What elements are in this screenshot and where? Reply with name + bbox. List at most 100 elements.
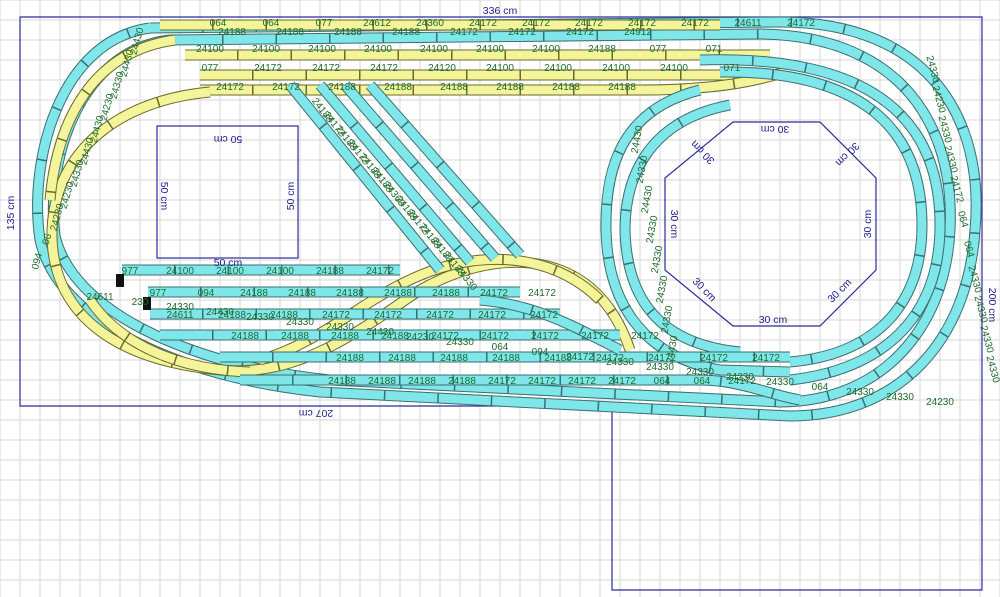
piece-left-curve-label: 094 <box>30 251 45 270</box>
piece-top-row-a-label: 24172 <box>575 18 603 29</box>
piece-top-row-a-label: 064 <box>263 18 280 29</box>
piece-row-d-label: 24172 <box>312 63 340 74</box>
piece-lower-4-label: 24172 <box>431 331 459 342</box>
piece-left-curve-label: 06 <box>41 232 55 246</box>
piece-lower-6-label: 24172 <box>568 376 596 387</box>
piece-lower-2-label: 24172 <box>480 288 508 299</box>
piece-lower-misc-label: 24330 <box>886 392 914 403</box>
piece-lower-3-label: 24172 <box>530 310 558 321</box>
square-dim-left: 50 cm <box>158 182 170 211</box>
piece-lower-misc-label: 24330 <box>446 337 474 348</box>
piece-lower-6-label: 24172 <box>528 376 556 387</box>
piece-lower-3-label: 24172 <box>426 310 454 321</box>
piece-row-c-label: 077 <box>650 44 667 55</box>
piece-lower-6-label: 24172 <box>728 376 756 387</box>
dim-left-height: 135 cm <box>5 196 17 231</box>
square-50cm <box>156 125 299 259</box>
piece-row-c-label: 24100 <box>196 44 224 55</box>
piece-lower-5-label: 24172 <box>700 353 728 364</box>
piece-lower-2-label: 24188 <box>336 288 364 299</box>
piece-lower-3-label: 24172 <box>478 310 506 321</box>
piece-lower-3-label: 24188 <box>218 310 246 321</box>
piece-top-row-a-label: 24172 <box>681 18 709 29</box>
piece-lower-misc-label: 24330 <box>326 322 354 333</box>
piece-top-row-b-label: 24172 <box>566 27 594 38</box>
layout-outline <box>19 16 983 591</box>
piece-lower-1-label: 24188 <box>316 266 344 277</box>
piece-row-d-label: 24100 <box>660 63 688 74</box>
piece-top-row-a-label: 24172 <box>787 18 815 29</box>
piece-lower-3-label: 24188 <box>270 310 298 321</box>
piece-lower-5-label: 24188 <box>544 353 572 364</box>
piece-lower-5-label: 24188 <box>336 353 364 364</box>
piece-right-inner-label: 24330 <box>650 244 666 274</box>
piece-lower-5-label: 24172 <box>596 353 624 364</box>
piece-lower-misc-label: 230 <box>132 297 149 308</box>
piece-lower-4-label: 24188 <box>381 331 409 342</box>
piece-row-c-label: 24100 <box>476 44 504 55</box>
track-layer <box>32 16 982 422</box>
piece-right-inner-label: 24330 <box>660 304 676 334</box>
piece-lower-2-label: 24188 <box>288 288 316 299</box>
piece-top-row-a-label: 24172 <box>522 18 550 29</box>
piece-lower-1-label: 24100 <box>166 266 194 277</box>
piece-top-row-b-label: 24188 <box>276 27 304 38</box>
piece-row-e-label: 24188 <box>384 82 412 93</box>
piece-lower-misc-label: 064 <box>812 382 829 393</box>
piece-lower-5-label: 24188 <box>388 353 416 364</box>
piece-lower-3-label: 24172 <box>322 310 350 321</box>
piece-right-inner-label: 24430 <box>665 334 681 364</box>
piece-lower-4-label: 24172 <box>581 331 609 342</box>
piece-row-e-label: 24172 <box>216 82 244 93</box>
piece-row-d-label: 077 <box>202 63 219 74</box>
piece-row-d-label: 071 <box>724 63 741 74</box>
piece-top-row-a-label: 24172 <box>469 18 497 29</box>
piece-lower-1-label: 24100 <box>266 266 294 277</box>
piece-lower-misc-label: 094 <box>532 347 549 358</box>
dim-right-height: 200 cm <box>986 288 998 323</box>
piece-row-c-label: 24100 <box>308 44 336 55</box>
piece-lower-6-label: 064 <box>694 376 711 387</box>
piece-lower-misc-label: 24230 <box>726 372 754 383</box>
piece-lower-1-label: 977 <box>122 266 139 277</box>
piece-lower-4-label: 24188 <box>281 331 309 342</box>
piece-right-inner-label: 24430 <box>640 184 656 214</box>
piece-row-e-label: 24172 <box>272 82 300 93</box>
track-right-inner-b <box>620 100 741 357</box>
piece-lower-misc-label: 064 <box>492 342 509 353</box>
piece-lower-2-label: 24188 <box>384 288 412 299</box>
piece-right-inner-label: 24330 <box>645 214 661 244</box>
track-diagonal-1 <box>286 82 444 273</box>
piece-lower-misc-label: 24611 <box>86 292 114 303</box>
piece-top-row-b-label: 24188 <box>392 27 420 38</box>
track-yellow-lower-arc <box>86 297 251 377</box>
piece-row-d-label: 24100 <box>544 63 572 74</box>
track-yard-connector <box>479 295 623 355</box>
piece-lower-2-label: 24172 <box>528 288 556 299</box>
piece-right-outer-label: 064 <box>955 210 970 229</box>
piece-row-d-label: 24172 <box>370 63 398 74</box>
piece-lower-6-label: 24188 <box>448 376 476 387</box>
piece-top-row-a-label: 24360 <box>416 18 444 29</box>
piece-top-row-b-label: 24912 <box>624 27 652 38</box>
track-diagonal-2 <box>316 82 474 265</box>
piece-top-row-a-label: 24611 <box>734 18 762 29</box>
oct-dim-top: 30 cm <box>760 123 789 135</box>
piece-lower-2-label: 24188 <box>432 288 460 299</box>
piece-top-row-a-label: 077 <box>316 18 333 29</box>
piece-top-row-a-label: 064 <box>210 18 227 29</box>
piece-row-c-label: 24100 <box>364 44 392 55</box>
piece-top-row-a-label: 24612 <box>363 18 391 29</box>
piece-row-e-label: 24188 <box>328 82 356 93</box>
piece-row-c-label: 24100 <box>532 44 560 55</box>
bumper-lower <box>143 297 151 310</box>
piece-lower-6-label: 24188 <box>328 376 356 387</box>
piece-row-d-label: 24100 <box>602 63 630 74</box>
bumper-upper <box>116 274 124 287</box>
piece-lower-1-label: 24100 <box>216 266 244 277</box>
oct-dim-top-left: 30 cm <box>688 138 717 167</box>
track-right-outer-b <box>719 67 927 367</box>
piece-lower-5-label: 24172 <box>752 353 780 364</box>
piece-lower-4-label: 24188 <box>231 331 259 342</box>
piece-row-e-label: 24188 <box>496 82 524 93</box>
